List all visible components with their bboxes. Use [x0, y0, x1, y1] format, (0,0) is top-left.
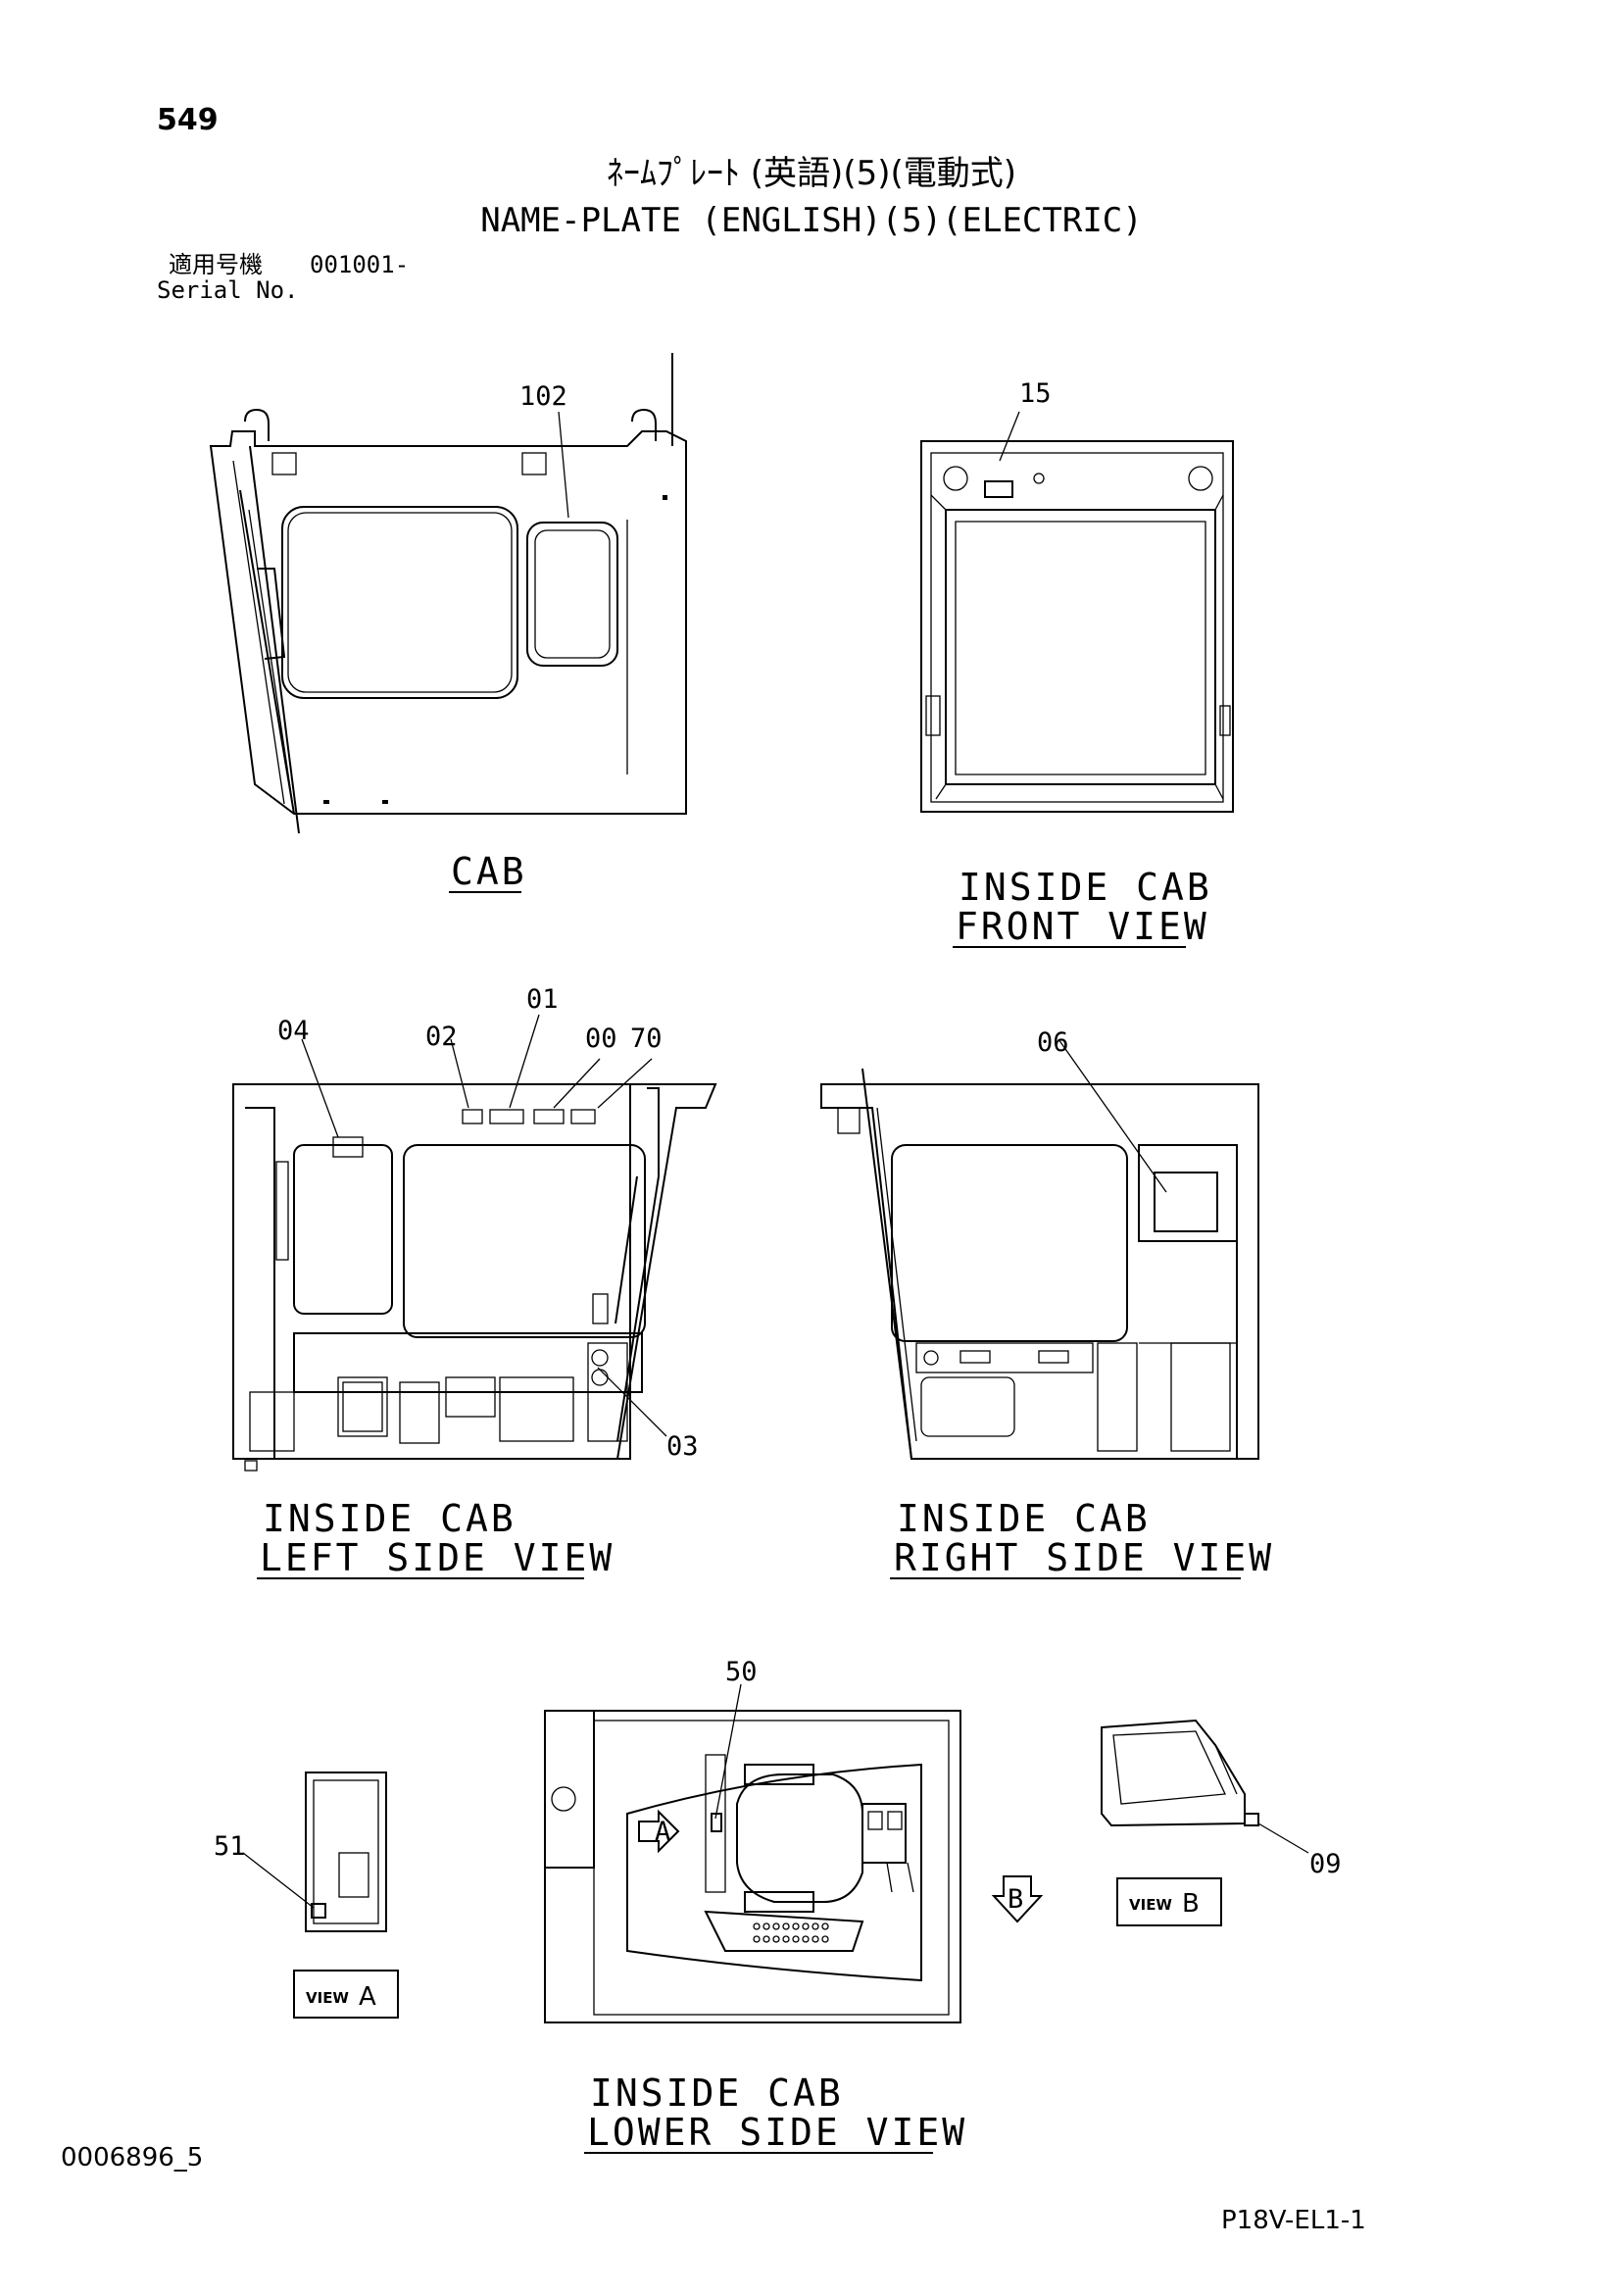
left-view-title-line2: LEFT SIDE VIEW: [260, 1536, 615, 1579]
lower-view-title-line1: INSIDE CAB: [590, 2071, 844, 2115]
front-view-title-line1: INSIDE CAB: [959, 866, 1212, 909]
arrow-b-label: B: [1008, 1884, 1023, 1915]
callout-01: 01: [526, 984, 559, 1015]
view-a-box: [293, 1970, 399, 2019]
view-b-box-prefix: VIEW: [1129, 1896, 1172, 1914]
callout-02: 02: [425, 1022, 458, 1052]
callout-03: 03: [666, 1431, 699, 1462]
callout-50: 50: [725, 1657, 758, 1687]
left-side-view: 04 02 01 00 70 03 INSIDE CAB LEFT SIDE V…: [232, 984, 717, 1579]
front-view-title-line2: FRONT VIEW: [956, 905, 1209, 948]
view-a-box-prefix: VIEW: [306, 1989, 349, 2007]
callout-70: 70: [630, 1023, 663, 1054]
arrow-b-icon: [991, 1875, 1044, 1923]
lower-side-view: A B 50 INSIDE CAB LOWER SIDE VIEW: [544, 1657, 1044, 2154]
view-b-box: [1116, 1877, 1222, 1926]
cab-view: 102 CAB: [209, 353, 687, 893]
callout-04: 04: [277, 1016, 310, 1046]
left-view-title-line1: INSIDE CAB: [263, 1497, 516, 1540]
callout-09: 09: [1309, 1849, 1342, 1879]
drawing-id: 0006896_5: [61, 2143, 204, 2172]
serial-label-english: Serial No.: [157, 276, 299, 304]
sheet-id: P18V-EL1-1: [1221, 2206, 1366, 2235]
page-number: 549: [157, 103, 219, 137]
arrow-a-label: A: [655, 1817, 670, 1847]
callout-15: 15: [1019, 378, 1052, 409]
view-a-box-letter: A: [359, 1982, 376, 2012]
cab-view-title: CAB: [451, 850, 527, 893]
view-b-box-letter: B: [1182, 1889, 1200, 1919]
right-view-title-line2: RIGHT SIDE VIEW: [894, 1536, 1274, 1579]
view-b: 09 VIEW B: [1101, 1719, 1342, 1926]
callout-00: 00: [585, 1023, 617, 1054]
control-panel: [753, 1922, 829, 1943]
callout-102: 102: [519, 381, 567, 412]
right-side-view: 06 INSIDE CAB RIGHT SIDE VIEW: [820, 1027, 1274, 1579]
front-view: 15 INSIDE CAB FRONT VIEW: [920, 378, 1234, 948]
serial-value: 001001-: [310, 251, 410, 278]
serial-label-japanese: 適用号機: [169, 251, 263, 278]
title-english: NAME-PLATE (ENGLISH)(5)(ELECTRIC): [480, 201, 1143, 240]
callout-51: 51: [214, 1831, 246, 1862]
right-view-title-line1: INSIDE CAB: [897, 1497, 1151, 1540]
view-a: 51 VIEW A: [214, 1772, 399, 2019]
title-japanese: ﾈｰﾑﾌﾟﾚｰﾄ (英語)(5)(電動式): [606, 154, 1017, 193]
arrow-a-icon: [638, 1809, 680, 1854]
lower-view-title-line2: LOWER SIDE VIEW: [587, 2111, 967, 2154]
callout-06: 06: [1037, 1027, 1069, 1058]
